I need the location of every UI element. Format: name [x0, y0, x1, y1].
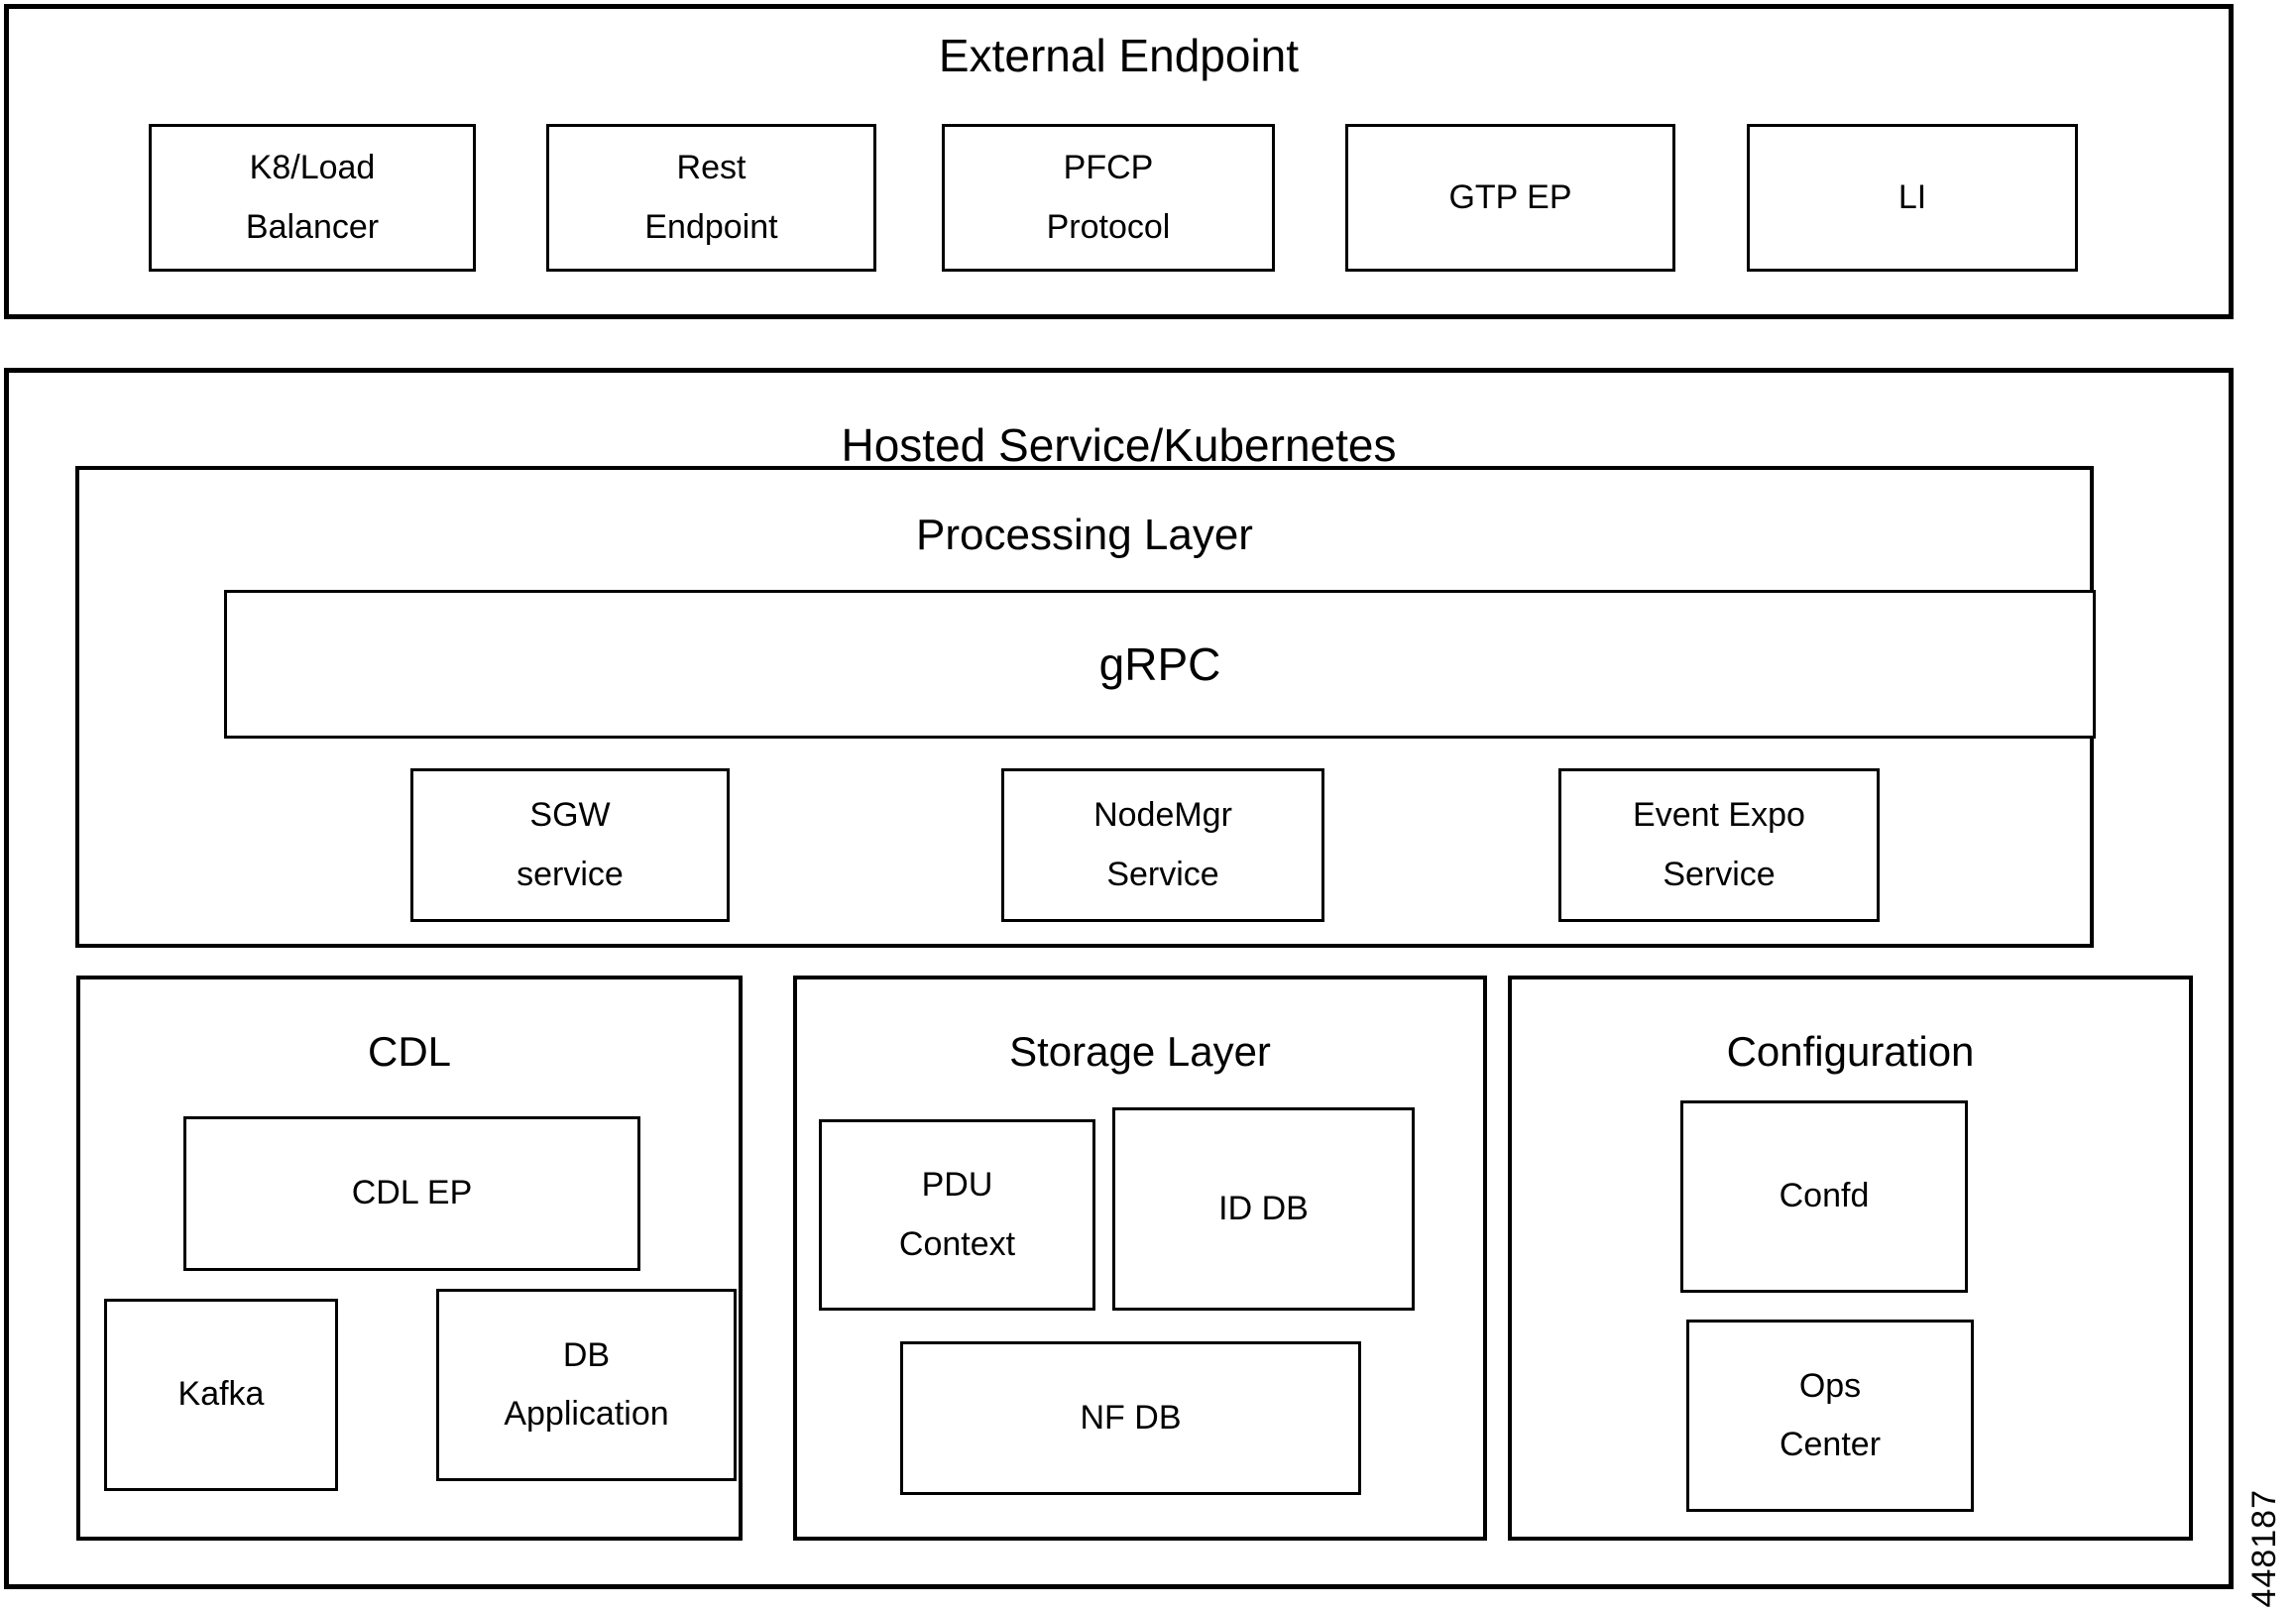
panel-hosted-service-title: Hosted Service/Kubernetes [841, 419, 1397, 471]
node-line: Ops [1798, 1366, 1862, 1405]
node-line: LI [1897, 177, 1927, 216]
node-confd-label: Confd [1683, 1103, 1965, 1290]
node-cdl-ep[interactable]: CDL EP [183, 1116, 640, 1271]
node-line: Balancer [245, 207, 380, 246]
node-line: Confd [1779, 1177, 1870, 1215]
node-event-expo-service[interactable]: Event Expo Service [1558, 768, 1880, 922]
node-line: gRPC [1098, 637, 1221, 690]
subpanel-configuration-title: Configuration [1726, 1028, 1975, 1075]
node-nf-db-label: NF DB [903, 1344, 1358, 1492]
node-event-expo-service-label: Event Expo Service [1561, 771, 1877, 919]
node-confd[interactable]: Confd [1680, 1100, 1968, 1293]
node-db-application[interactable]: DB Application [436, 1289, 737, 1481]
node-pdu-context-label: PDU Context [822, 1122, 1092, 1308]
node-ops-center-label: Ops Center [1689, 1323, 1971, 1509]
node-li-label: LI [1750, 127, 2075, 269]
node-line: ID DB [1218, 1189, 1309, 1227]
node-line: Protocol [1046, 207, 1171, 246]
node-pfcp-protocol[interactable]: PFCP Protocol [942, 124, 1275, 272]
node-li[interactable]: LI [1747, 124, 2078, 272]
node-nodemgr-service-label: NodeMgr Service [1004, 771, 1321, 919]
node-id-db-label: ID DB [1115, 1110, 1412, 1308]
node-line: Center [1779, 1426, 1882, 1463]
figure-id: 448187 [2245, 1488, 2283, 1607]
node-rest-endpoint[interactable]: Rest Endpoint [546, 124, 876, 272]
subpanel-processing-layer-title: Processing Layer [916, 511, 1253, 559]
node-sgw-service[interactable]: SGW service [410, 768, 730, 922]
node-line: Kafka [177, 1375, 265, 1414]
node-gtp-ep[interactable]: GTP EP [1345, 124, 1675, 272]
node-line: Application [504, 1395, 669, 1433]
node-line: Service [1106, 855, 1219, 893]
node-line: service [517, 855, 624, 893]
node-ops-center[interactable]: Ops Center [1686, 1320, 1974, 1512]
node-grpc-bus[interactable]: gRPC [224, 590, 2096, 739]
node-nf-db[interactable]: NF DB [900, 1341, 1361, 1495]
node-kafka[interactable]: Kafka [104, 1299, 338, 1491]
node-line: Service [1663, 855, 1776, 893]
node-line: K8/Load [249, 149, 376, 186]
node-line: SGW [529, 796, 611, 834]
node-pdu-context[interactable]: PDU Context [819, 1119, 1095, 1311]
node-line: Rest [676, 149, 746, 186]
node-id-db[interactable]: ID DB [1112, 1107, 1415, 1311]
node-line: DB [562, 1335, 611, 1374]
node-k8-load-balancer[interactable]: K8/Load Balancer [149, 124, 476, 272]
node-sgw-service-label: SGW service [413, 771, 727, 919]
node-line: PFCP [1063, 149, 1154, 186]
node-pfcp-protocol-label: PFCP Protocol [945, 127, 1272, 269]
subpanel-storage-layer-title: Storage Layer [1009, 1028, 1271, 1075]
node-line: Context [898, 1224, 1016, 1263]
panel-external-endpoint-title: External Endpoint [938, 30, 1300, 81]
node-line: NF DB [1080, 1398, 1182, 1437]
node-cdl-ep-label: CDL EP [186, 1119, 637, 1268]
node-line: Event Expo [1633, 796, 1805, 834]
node-gtp-ep-label: GTP EP [1348, 127, 1672, 269]
node-line: GTP EP [1448, 177, 1572, 216]
node-line: CDL EP [351, 1174, 473, 1212]
subpanel-cdl-title: CDL [367, 1028, 452, 1075]
node-db-application-label: DB Application [439, 1292, 734, 1478]
node-line: PDU [921, 1166, 993, 1204]
node-kafka-label: Kafka [107, 1302, 335, 1488]
node-line: Endpoint [644, 207, 778, 246]
node-k8-load-balancer-label: K8/Load Balancer [152, 127, 473, 269]
node-rest-endpoint-label: Rest Endpoint [549, 127, 873, 269]
node-grpc-bus-label: gRPC [227, 593, 2093, 736]
node-nodemgr-service[interactable]: NodeMgr Service [1001, 768, 1324, 922]
node-line: NodeMgr [1093, 796, 1232, 834]
